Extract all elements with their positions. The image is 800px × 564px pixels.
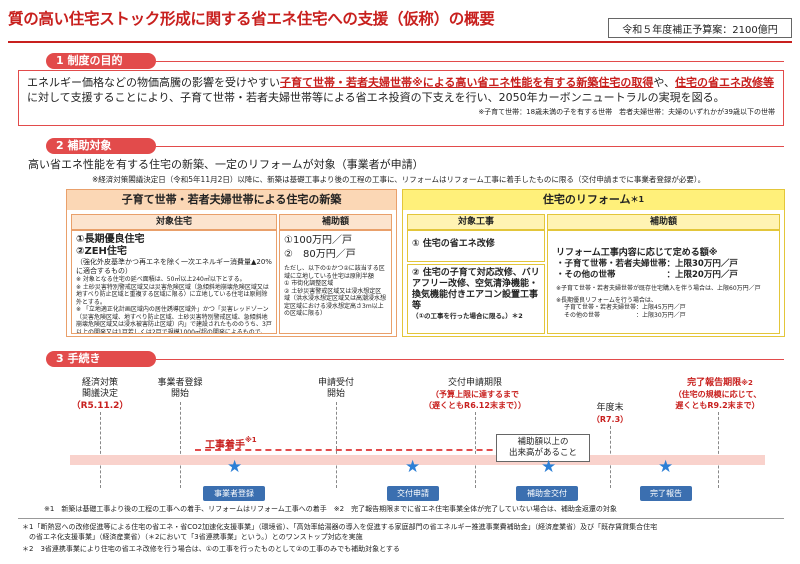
- new-build-item1: ①長期優良住宅: [76, 234, 145, 245]
- purpose-text-1: エネルギー価格などの物価高騰の影響を受けやすい: [27, 76, 280, 89]
- section3-rule: [156, 359, 784, 360]
- new-build-note1: ※ 対象となる住宅の延べ面積は、50㎡以上240㎡以下とする。: [76, 276, 246, 283]
- reform-item2-cell: ② 住宅の子育て対応改修、バリアフリー改修、空気清浄機能・換気機能付きエアコン設…: [407, 264, 545, 334]
- step-report: 完了報告: [640, 486, 692, 501]
- step-registration: 事業者登録: [203, 486, 265, 501]
- reform-col-amount: 補助額: [547, 214, 780, 230]
- budget-box: 令和５年度補正予算案：2100億円: [608, 18, 792, 38]
- page-title: 質の高い住宅ストック形成に関する省エネ住宅への支援（仮称）の概要: [8, 10, 495, 28]
- milestone-report-note: （住宅の規模に応じて、 遅くともR9.2末まで）: [673, 390, 762, 410]
- reform-note3: 子育て世帯・若者夫婦世帯：上限45万円／戸: [564, 304, 686, 311]
- purpose-box: エネルギー価格などの物価高騰の影響を受けやすい子育て世帯・若者夫婦世帯※による高…: [18, 70, 784, 126]
- section2-rule: [156, 146, 784, 147]
- milestone-deadline: 交付申請期限: [447, 378, 502, 388]
- step-grant: 補助金交付: [516, 486, 578, 501]
- reform-note2: ※長期優良リフォームを行う場合は、: [556, 296, 657, 304]
- vline-cabinet: [100, 412, 101, 488]
- reform-item2-mark: ＊2: [511, 312, 523, 320]
- new-build-note3: ※ 「立地適正化計画区域内の居住誘導区域外」かつ「災害レッドゾーン（災害危険区域…: [76, 306, 272, 334]
- reform-note4: その他の世帯 ：上限30万円／戸: [564, 311, 686, 319]
- new-build-note2: ※ 土砂災害特別警戒区域又は災害危険区域（急傾斜地崩壊危険区域又は地すべり防止区…: [76, 283, 269, 306]
- footnote-1b: の省エネ化支援事業」（経済産業省）（＊2において「3省連携事業」という。）とのワ…: [22, 533, 363, 541]
- target-sub: ※経済対策閣議決定日（令和5年11月2日）以降に、新築は基礎工事より後の工程の工…: [92, 175, 706, 184]
- reform-item1-cell: ① 住宅の省エネ改修: [407, 230, 545, 262]
- reform-item2: ② 住宅の子育て対応改修、バリアフリー改修、空気清浄機能・換気機能付きエアコン設…: [412, 268, 540, 311]
- footnote-2: ＊2 3省連携事業により住宅の省エネ改修を行う場合は、①の工事を行ったものとして…: [22, 545, 400, 553]
- new-build-cond: （強化外皮基準かつ再エネを除く一次エネルギー消費量▲20%に適合するもの）: [76, 258, 272, 275]
- purpose-text-3: に対して支援することにより、子育て世帯・若者夫婦世帯等による省エネ投資の下支えを…: [27, 91, 725, 104]
- new-build-amount-cell: ①100万円／戸 ② 80万円／戸 ただし、以下の①かつ②に該当する区域に立地し…: [279, 230, 392, 334]
- reform-title-row: 住宅のリフォーム＊1: [403, 190, 784, 210]
- new-build-amount1: ①100万円／戸: [284, 235, 353, 246]
- reform-item2-note: （①の工事を行った場合に限る。）: [412, 312, 512, 320]
- reform-amount-mark: ※: [708, 248, 718, 258]
- milestone-report-row: 完了報告期限※2: [660, 378, 780, 389]
- new-build-amount2: ② 80万円／戸: [284, 249, 356, 260]
- section2-heading: 2 補助対象: [46, 138, 156, 154]
- purpose-text-2: や、: [653, 76, 676, 89]
- milestone-deadline-note: （予算上限に達するまで （遅くともR6.12末まで））: [424, 390, 526, 410]
- milestone-cabinet: 経済対策 閣議決定: [81, 378, 118, 399]
- footnote-1a: ＊1「断熱窓への改修促進等による住宅の省エネ・省CO2加速化支援事業」（環境省）…: [22, 523, 658, 531]
- timeline-bar: [70, 455, 765, 465]
- works-start-mark: ※1: [245, 436, 257, 444]
- vline-report: [718, 412, 719, 488]
- footnote-divider: [18, 518, 784, 519]
- milestone-report: 完了報告期限: [687, 378, 742, 388]
- milestone-fiscal-end: 年度末: [596, 403, 624, 413]
- new-build-target-cell: ①長期優良住宅 ②ZEH住宅 （強化外皮基準かつ再エネを除く一次エネルギー消費量…: [71, 230, 277, 334]
- reform-col-work: 対象工事: [407, 214, 545, 230]
- reform-amount2: ・その他の世帯 ：上限20万円／戸: [556, 270, 738, 280]
- section3-heading: 3 手続き: [46, 351, 156, 367]
- works-dashed-line: [195, 449, 563, 451]
- vline-registration: [180, 402, 181, 488]
- star-icon: ★: [227, 457, 243, 477]
- title-underline: [8, 41, 792, 43]
- milestone-cabinet-date: （R5.11.2）: [71, 401, 129, 411]
- section1-rule: [156, 61, 784, 62]
- reform-title: 住宅のリフォーム: [542, 193, 631, 206]
- star-icon: ★: [405, 457, 421, 477]
- step-application: 交付申請: [387, 486, 439, 501]
- reform-note1: ※子育て世帯・若者夫婦世帯が既存住宅購入を伴う場合は、上限60万円／戸: [556, 285, 761, 292]
- purpose-footnote: ※子育て世帯：18歳未満の子を有する世帯 若者夫婦世帯：夫婦のいずれかが39歳以…: [478, 108, 775, 116]
- purpose-highlight-2: 住宅の省エネ改修等: [675, 76, 775, 89]
- star-icon: ★: [541, 457, 557, 477]
- new-build-col-amount: 補助額: [279, 214, 392, 230]
- milestone-application: 申請受付 開始: [317, 378, 354, 399]
- new-build-item2: ②ZEH住宅: [76, 246, 127, 257]
- milestone-report-mark: ※2: [741, 379, 753, 387]
- works-start-label: 工事着手: [205, 440, 245, 451]
- new-build-col-target: 対象住宅: [71, 214, 277, 230]
- reform-amount-cell: リフォーム工事内容に応じて定める額※ ・子育て世帯・若者夫婦世帯：上限30万円／…: [547, 230, 780, 334]
- procedure-note: ※1 新築は基礎工事より後の工程の工事への着手、リフォームはリフォーム工事への着…: [44, 505, 617, 513]
- new-build-amount-note: ただし、以下の①かつ②に該当する区域に立地している住宅は原則半額 ① 市街化調整…: [284, 265, 387, 317]
- purpose-highlight-1: 子育て世帯・若者夫婦世帯※による高い省エネ性能を有する新築住宅の取得: [280, 76, 654, 89]
- milestone-registration: 事業者登録 開始: [157, 378, 203, 399]
- reform-amount1: ・子育て世帯・若者夫婦世帯：上限30万円／戸: [556, 259, 738, 269]
- new-build-panel: 子育て世帯・若者夫婦世帯による住宅の新築 対象住宅 補助額 ①長期優良住宅 ②Z…: [66, 189, 397, 337]
- new-build-title: 子育て世帯・若者夫婦世帯による住宅の新築: [67, 190, 396, 210]
- target-lead: 高い省エネ性能を有する住宅の新築、一定のリフォームが対象（事業者が申請）: [28, 158, 424, 171]
- star-icon: ★: [658, 457, 674, 477]
- reform-title-mark: ＊1: [630, 195, 645, 204]
- reform-panel: 住宅のリフォーム＊1 対象工事 補助額 ① 住宅の省エネ改修 ② 住宅の子育て対…: [402, 189, 785, 337]
- works-start-row: 工事着手※1: [205, 436, 257, 451]
- section1-heading: 1 制度の目的: [46, 53, 156, 69]
- reform-amount-head: リフォーム工事内容に応じて定める額: [556, 248, 709, 258]
- milestone-fiscal-end-date: （R7.3）: [591, 415, 629, 424]
- reform-item1: ① 住宅の省エネ改修: [412, 239, 495, 249]
- vline-application: [336, 402, 337, 488]
- progress-callout: 補助額以上の 出来高があること: [496, 434, 590, 462]
